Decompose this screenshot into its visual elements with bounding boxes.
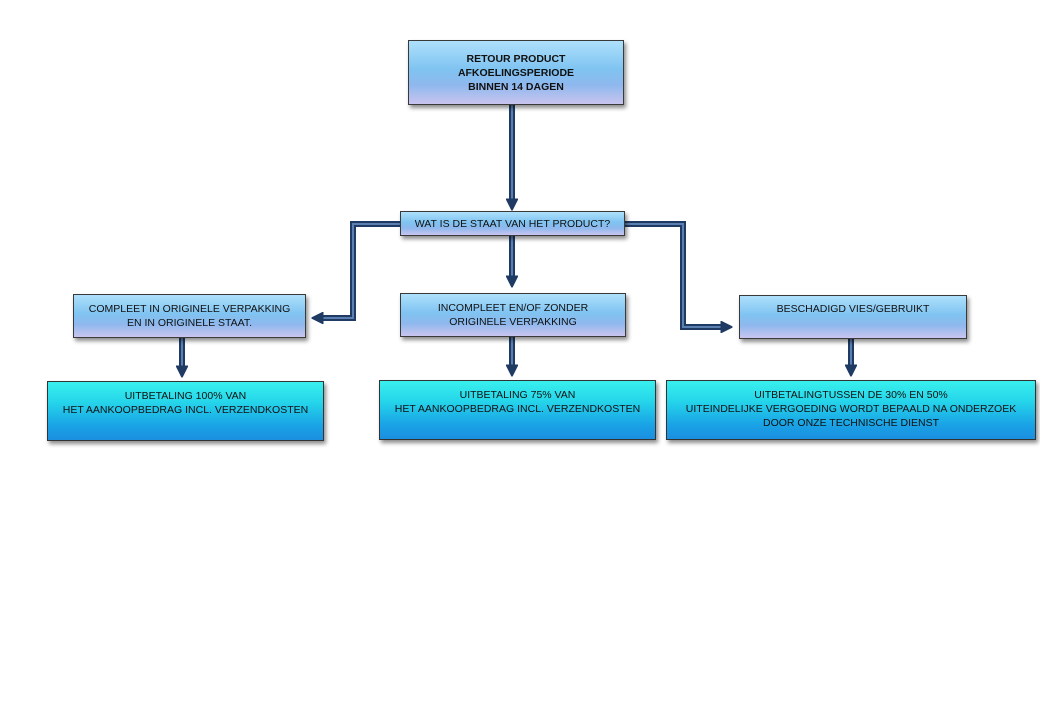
outcome-line: UITBETALING 100% VAN: [124, 390, 247, 402]
condition-line: INCOMPLEET EN/OF ZONDER: [437, 302, 589, 314]
condition-line: COMPLEET IN ORIGINELE VERPAKKING: [88, 303, 291, 315]
arrow-question-to-damaged: [625, 221, 727, 327]
question-label: WAT IS DE STAAT VAN HET PRODUCT?: [414, 217, 611, 230]
condition-damaged-node: BESCHADIGD VIES/GEBRUIKT: [739, 295, 967, 339]
condition-line: EN IN ORIGINELE STAAT.: [126, 317, 253, 329]
outcome-assessment-node: UITBETALINGTUSSEN DE 30% EN 50% UITEINDE…: [666, 380, 1036, 440]
arrow-question-to-complete: [317, 221, 400, 318]
outcome-line: HET AANKOOPBEDRAG INCL. VERZENDKOSTEN: [62, 404, 309, 416]
outcome-line: UITEINDELIJKE VERGOEDING WORDT BEPAALD N…: [685, 403, 1017, 415]
condition-incomplete-node: INCOMPLEET EN/OF ZONDER ORIGINELE VERPAK…: [400, 293, 626, 337]
outcome-line: HET AANKOOPBEDRAG INCL. VERZENDKOSTEN: [394, 403, 641, 415]
outcome-line: UITBETALINGTUSSEN DE 30% EN 50%: [754, 389, 948, 401]
condition-line: ORIGINELE VERPAKKING: [449, 316, 577, 328]
question-node: WAT IS DE STAAT VAN HET PRODUCT?: [400, 211, 625, 236]
root-line: RETOUR PRODUCT: [466, 52, 566, 65]
outcome-line: UITBETALING 75% VAN: [459, 389, 576, 401]
root-line: AFKOELINGSPERIODE: [457, 66, 575, 79]
outcome-partial-refund-node: UITBETALING 75% VAN HET AANKOOPBEDRAG IN…: [379, 380, 656, 440]
outcome-full-refund-node: UITBETALING 100% VAN HET AANKOOPBEDRAG I…: [47, 381, 324, 441]
condition-complete-node: COMPLEET IN ORIGINELE VERPAKKING EN IN O…: [73, 294, 306, 338]
outcome-line: DOOR ONZE TECHNISCHE DIENST: [763, 417, 939, 429]
root-node: RETOUR PRODUCT AFKOELINGSPERIODE BINNEN …: [408, 40, 624, 105]
condition-line: BESCHADIGD VIES/GEBRUIKT: [776, 303, 930, 315]
root-line: BINNEN 14 DAGEN: [468, 80, 564, 93]
